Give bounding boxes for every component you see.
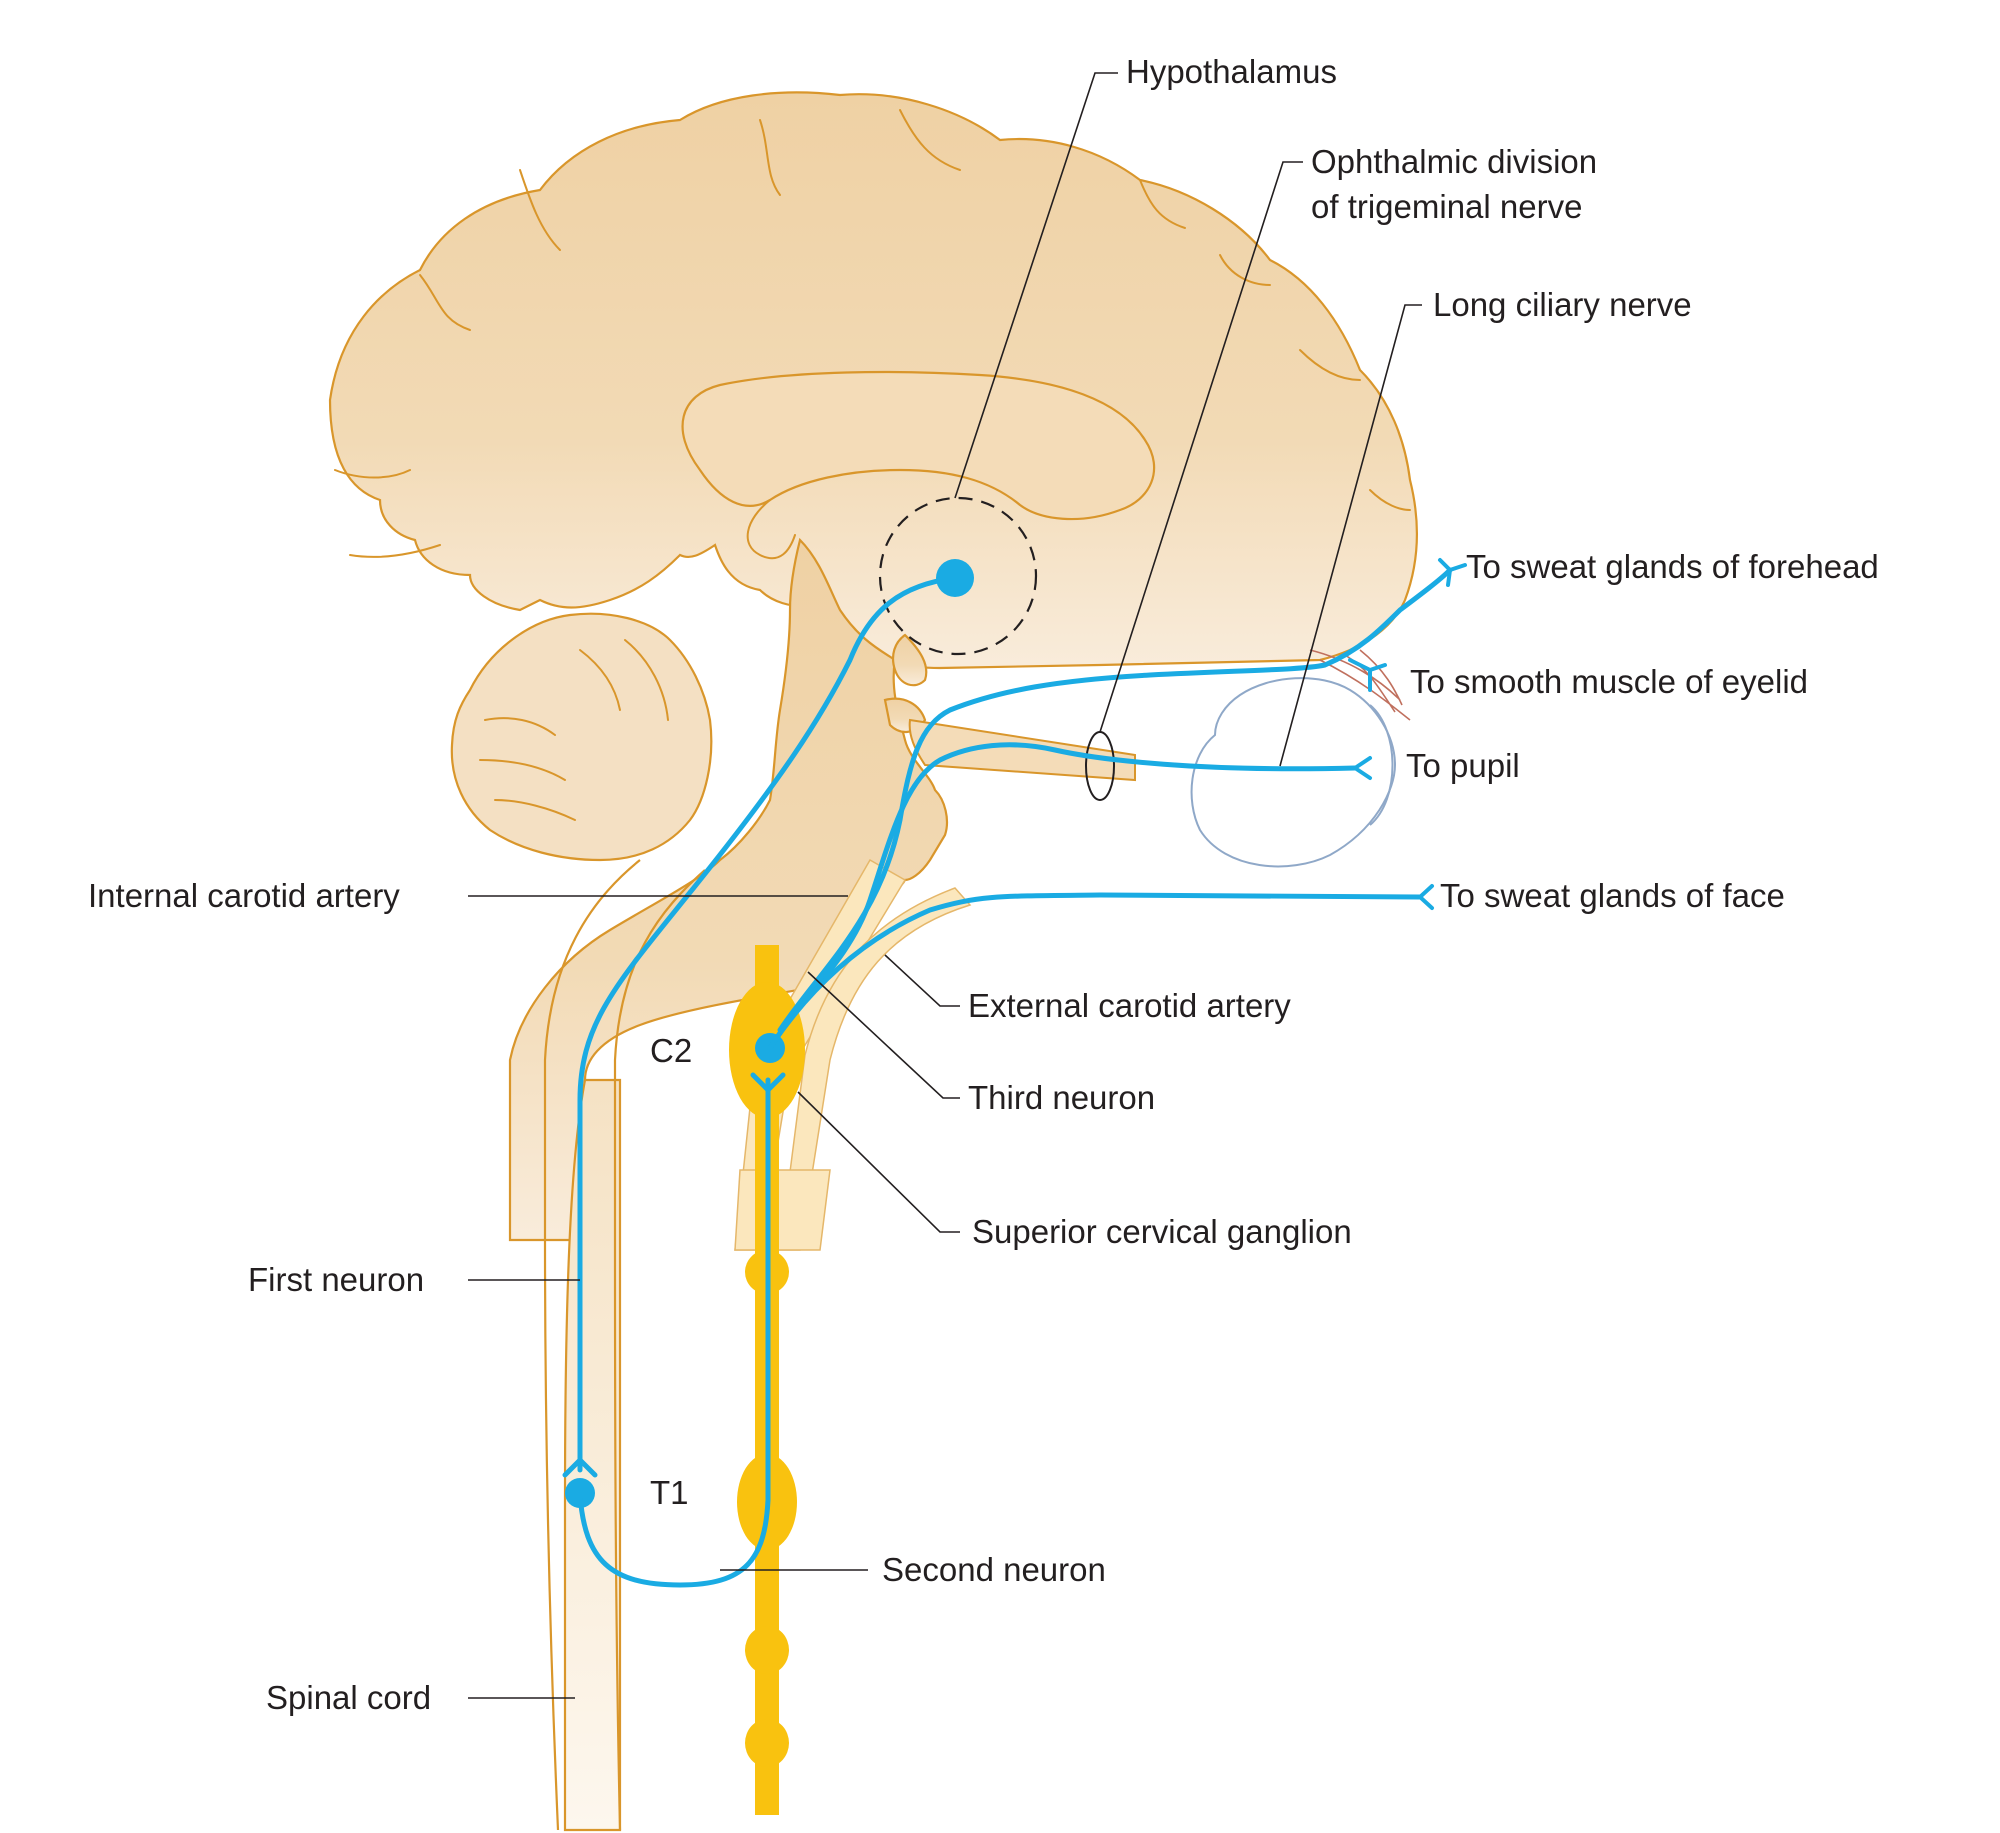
sulcus-5 [1139,179,1186,229]
label-third-neuron: Third neuron [968,1079,1155,1116]
label-t1: T1 [650,1474,689,1511]
cerebellum-folia-4 [579,649,621,711]
label-smooth-muscle: To smooth muscle of eyelid [1410,663,1808,700]
leader-hypothalamus [954,72,1118,499]
leader-ophthalmic [1099,161,1303,733]
cerebellum-folia-5 [624,639,669,721]
hypothalamus-region [878,496,1038,656]
cerebellum [450,612,713,862]
second-neuron-terminal [750,1072,786,1093]
cornea [1369,704,1394,826]
first-neuron-terminal [562,1457,598,1478]
label-pupil: To pupil [1406,747,1520,784]
leader-external-carotid [884,954,960,1007]
eyelid-muscle [1309,649,1411,721]
leader-third-neuron [807,971,960,1099]
forehead-terminal [1438,558,1467,587]
pituitary [891,633,928,687]
label-ophthalmic-line2: of trigeminal nerve [1311,188,1582,225]
cerebellum-folia-2 [479,759,566,781]
cerebellum-folia-1 [484,717,556,736]
corpus-callosum [681,370,1156,521]
third-neuron-internal [767,742,1358,1051]
leader-long-ciliary [1279,304,1422,767]
label-ophthalmic-line1: Ophthalmic division [1311,143,1597,180]
second-neuron-path [577,1077,771,1588]
spinal-cord-outer-left [543,859,641,1831]
label-external-carotid: External carotid artery [968,987,1291,1024]
hypothalamus-cell-body [936,559,974,597]
eyeball [1190,677,1397,868]
leader-scg [797,1091,960,1233]
label-internal-carotid: Internal carotid artery [88,877,400,914]
face-terminal [1418,884,1434,910]
label-c2: C2 [650,1032,692,1069]
label-sweat-face: To sweat glands of face [1440,877,1785,914]
sulcus-1 [519,169,561,251]
pupil-terminal [1353,756,1372,780]
label-first-neuron: First neuron [248,1261,424,1298]
label-hypothalamus: Hypothalamus [1126,53,1337,90]
cerebellum-folia-3 [494,799,576,821]
sulcus-10 [1369,489,1411,511]
chain-ganglion-2 [745,1626,789,1674]
third-neuron-external [772,892,1423,1043]
sulcus-7 [1299,349,1361,381]
spinal-cord [563,1078,622,1832]
third-neuron-internal-2 [777,567,1453,1033]
fornix [746,499,796,560]
label-scg: Superior cervical ganglion [972,1213,1352,1250]
sulcus-3 [759,119,781,196]
sulcus-8 [334,469,411,479]
first-neuron-path [577,575,958,1473]
sulcus-2 [419,274,471,331]
sulcus-9 [349,544,441,558]
eyelid-terminal [1348,658,1387,692]
sulcus-6 [1219,254,1271,286]
label-spinal-cord: Spinal cord [266,1679,431,1716]
label-second-neuron: Second neuron [882,1551,1106,1588]
spinal-cord-outer-right [613,869,706,1831]
carotid-common [734,1169,831,1251]
label-long-ciliary: Long ciliary nerve [1433,286,1692,323]
label-sweat-forehead: To sweat glands of forehead [1466,548,1879,585]
chain-ganglion-3 [745,1719,789,1767]
sulcus-4 [899,109,961,171]
